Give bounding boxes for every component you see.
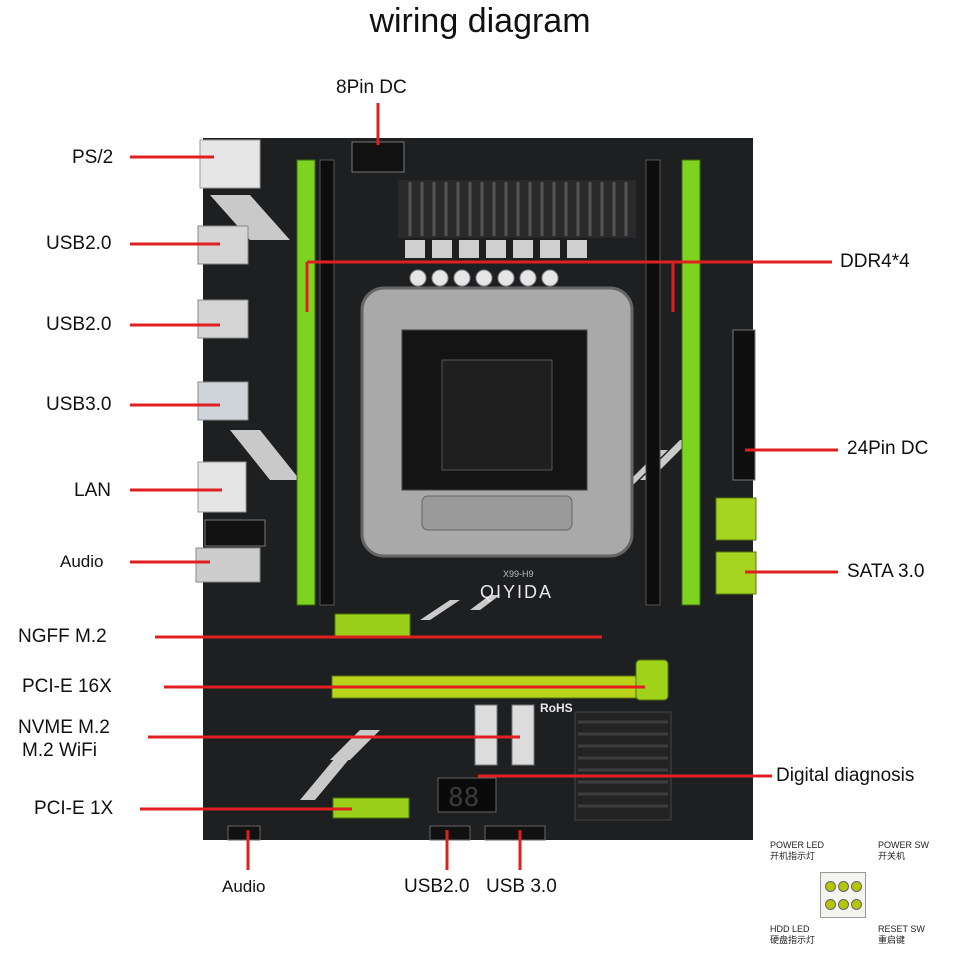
label-pcie-1x: PCI-E 1X <box>34 798 114 819</box>
label-8pin-dc: 8Pin DC <box>336 77 407 98</box>
label-24pin-dc: 24Pin DC <box>847 438 929 459</box>
usb20-port-b <box>197 299 249 339</box>
legend-reset-sw-cn: 重启键 <box>878 935 906 945</box>
label-usb30-front: USB 3.0 <box>486 876 557 897</box>
legend-pin-grid <box>820 872 866 918</box>
legend-hdd-led: HDD LED <box>770 924 810 934</box>
usb30-port <box>197 381 249 421</box>
wifi-m2-socket <box>511 704 535 766</box>
legend-reset-sw: RESET SW <box>878 924 925 934</box>
audio-rear-jack <box>195 547 261 583</box>
label-m2-wifi: M.2 WiFi <box>22 740 97 761</box>
legend-hdd-led-cn: 硬盘指示灯 <box>770 935 816 945</box>
diag-digits: 88 <box>448 783 479 813</box>
label-ps2: PS/2 <box>72 147 114 168</box>
diagram-title: wiring diagram <box>369 2 591 40</box>
dimm-slot-2 <box>319 159 335 606</box>
dimm-slot-3 <box>645 159 661 606</box>
dimm-slot-1 <box>296 159 316 606</box>
model-text: X99-H9 <box>503 569 534 579</box>
legend-power-sw: POWER SW <box>878 840 929 850</box>
front-panel-legend: POWER LED 开机指示灯 POWER SW 开关机 HDD LED 硬盘指… <box>770 840 929 950</box>
dimm-slot-4 <box>681 159 701 606</box>
label-usb20-a: USB2.0 <box>46 233 112 254</box>
ps2-port <box>199 139 261 189</box>
chipset-heatsink <box>574 711 672 821</box>
label-lan: LAN <box>74 480 111 501</box>
label-usb30-rear: USB3.0 <box>46 394 112 415</box>
atx-24pin-connector <box>732 329 756 481</box>
legend-power-led-cn: 开机指示灯 <box>770 851 816 861</box>
label-audio-rear: Audio <box>60 552 104 571</box>
label-sata: SATA 3.0 <box>847 561 925 582</box>
label-audio-front: Audio <box>222 877 266 896</box>
brand-text: QIYIDA <box>480 582 553 602</box>
label-ngff-m2: NGFF M.2 <box>18 626 107 647</box>
label-usb20-b: USB2.0 <box>46 314 112 335</box>
lan-port <box>197 461 247 513</box>
legend-power-led: POWER LED <box>770 840 825 850</box>
label-ddr4: DDR4*4 <box>840 251 910 272</box>
cpu-8pin-connector <box>351 141 405 173</box>
label-digital-diagnosis: Digital diagnosis <box>776 765 915 786</box>
sata-port-1 <box>715 497 757 541</box>
nvme-m2-socket <box>474 704 498 766</box>
legend-power-sw-cn: 开关机 <box>878 851 906 861</box>
ngff-m2-slot <box>334 613 411 637</box>
label-usb20-front: USB2.0 <box>404 876 470 897</box>
callout-lines <box>130 103 838 870</box>
diagnostic-led-display <box>437 777 497 813</box>
label-pcie-16x: PCI-E 16X <box>22 676 112 697</box>
label-nvme-m2: NVME M.2 <box>18 717 110 738</box>
rohs-text: RoHS <box>540 701 573 715</box>
